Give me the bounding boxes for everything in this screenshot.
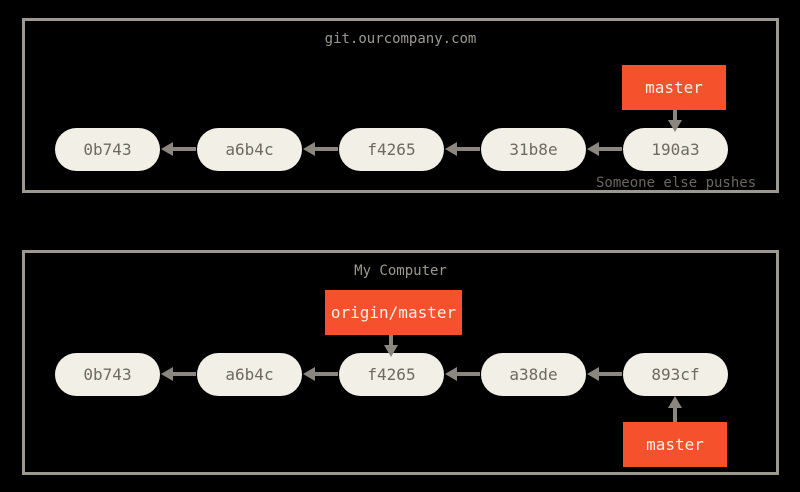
arrow-head	[303, 142, 315, 156]
commit-node[interactable]: 893cf	[623, 353, 728, 396]
parent-arrow	[445, 367, 480, 381]
arrow-shaft	[454, 372, 480, 376]
arrow-head	[587, 367, 599, 381]
arrow-shaft	[170, 147, 196, 151]
arrow-head	[161, 367, 173, 381]
parent-arrow	[161, 142, 196, 156]
commit-node[interactable]: f4265	[339, 128, 444, 171]
arrow-shaft	[312, 147, 338, 151]
commit-node[interactable]: 0b743	[55, 128, 160, 171]
parent-arrow	[587, 367, 622, 381]
arrow-head	[668, 396, 682, 408]
arrow-shaft	[454, 147, 480, 151]
arrow-head	[445, 367, 457, 381]
arrow-shaft	[673, 110, 677, 123]
arrow-shaft	[170, 372, 196, 376]
commit-node[interactable]: 190a3	[623, 128, 728, 171]
local-panel: My Computer	[22, 250, 779, 475]
commit-node[interactable]: f4265	[339, 353, 444, 396]
parent-arrow	[587, 142, 622, 156]
ref-pointer-arrow	[384, 335, 398, 357]
commit-node[interactable]: a6b4c	[197, 353, 302, 396]
arrow-head	[668, 120, 682, 132]
parent-arrow	[161, 367, 196, 381]
ref-label-master[interactable]: master	[623, 422, 727, 467]
server-panel-caption: Someone else pushes	[596, 175, 757, 191]
server-panel: git.ourcompany.com	[22, 18, 779, 193]
arrow-shaft	[596, 147, 622, 151]
arrow-shaft	[312, 372, 338, 376]
parent-arrow	[445, 142, 480, 156]
commit-node[interactable]: a6b4c	[197, 128, 302, 171]
arrow-shaft	[596, 372, 622, 376]
ref-label-master[interactable]: master	[622, 65, 726, 110]
arrow-shaft	[673, 405, 677, 422]
parent-arrow	[303, 367, 338, 381]
commit-node[interactable]: 31b8e	[481, 128, 586, 171]
arrow-head	[161, 142, 173, 156]
arrow-head	[384, 345, 398, 357]
ref-pointer-arrow	[668, 110, 682, 132]
arrow-head	[587, 142, 599, 156]
arrow-shaft	[389, 335, 393, 348]
ref-label-origin-master[interactable]: origin/master	[325, 290, 462, 335]
arrow-head	[303, 367, 315, 381]
local-panel-title: My Computer	[354, 263, 447, 279]
ref-pointer-arrow	[668, 396, 682, 422]
commit-node[interactable]: a38de	[481, 353, 586, 396]
arrow-head	[445, 142, 457, 156]
commit-node[interactable]: 0b743	[55, 353, 160, 396]
server-panel-title: git.ourcompany.com	[324, 31, 477, 47]
parent-arrow	[303, 142, 338, 156]
